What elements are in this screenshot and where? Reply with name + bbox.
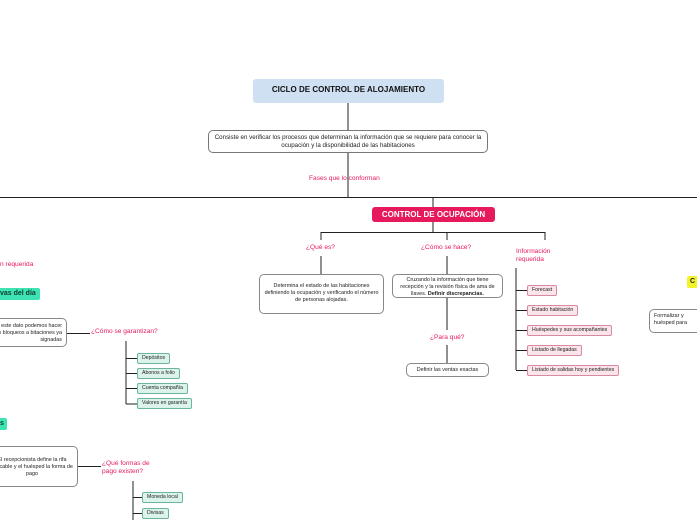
formas-pago-question: ¿Qué formas de pago existen? [102,460,150,475]
como-se-hace-answer-box[interactable]: Cruzando la información que tiene recepc… [392,274,503,298]
pago-info-box[interactable]: El recepcionista define la rifa aplicabl… [0,446,78,487]
garantia-depositos[interactable]: Depósitos [137,353,171,364]
garantia-abonos-folio[interactable]: Abonos a folio [137,368,180,379]
como-se-garantizan-question: ¿Cómo se garantizan? [91,328,158,335]
info-item-listado-salidas[interactable]: Listado de salidas hoy y pendientes [527,365,620,376]
right-branch-header[interactable]: C [687,276,697,288]
como-se-hace-question: ¿Cómo se hace? [421,244,472,251]
pago-moneda-local[interactable]: Moneda local [142,492,183,503]
como-se-hace-answer: Cruzando la información que tiene recepc… [400,277,495,297]
definition-box[interactable]: Consiste en verificar los procesos que d… [208,130,488,153]
info-item-huespedes[interactable]: Huéspedes y sus acompañantes [527,325,613,336]
info-item-estado-habitacion[interactable]: Estado habitación [527,305,579,316]
phases-label: Fases que lo conforman [309,175,380,182]
que-es-question: ¿Qué es? [306,244,335,251]
reservas-info-box[interactable]: on este dato podemos hacer los bloqueos … [0,318,67,347]
info-item-listado-llegadas[interactable]: Listado de llegadas [527,345,582,356]
como-se-hace-answer-bold: Definir discrepancias. [427,291,484,297]
informacion-requerida-label: Información requerida [516,248,551,263]
control-ocupacion-node[interactable]: CONTROL DE OCUPACIÓN [372,207,495,222]
right-branch-box[interactable]: Formalizar y huésped para [649,309,697,333]
reservas-del-dia-header[interactable]: vas del día [0,288,40,300]
garantia-valores[interactable]: Valores en garantía [137,398,192,409]
tarifas-header[interactable]: s [0,418,7,430]
garantia-cuenta-compania[interactable]: Cuenta compañía [137,383,188,394]
info-item-forecast[interactable]: Forecast [527,285,558,296]
root-node-title[interactable]: CICLO DE CONTROL DE ALOJAMIENTO [253,79,444,103]
left-informacion-label: n requerida [0,261,34,268]
para-que-answer-box[interactable]: Definir las ventas exactas [406,363,489,377]
pago-divisas[interactable]: Divisas [142,508,169,519]
para-que-question: ¿Para qué? [430,334,465,341]
que-es-answer-box[interactable]: Determina el estado de las habitaciones … [259,274,384,314]
